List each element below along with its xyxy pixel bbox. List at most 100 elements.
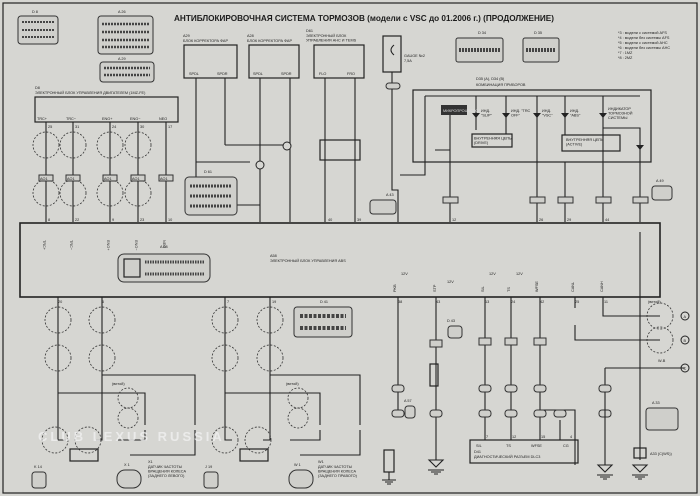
side-label: C — [684, 367, 687, 371]
connector-d8-icon: D 8 — [17, 10, 59, 45]
dlc-wires — [397, 232, 685, 465]
pin-label: TRC− — [66, 117, 77, 121]
connector-label: D 35 — [534, 31, 542, 35]
pin-number: 22 — [75, 218, 79, 222]
d8-wires — [45, 122, 167, 222]
connector-label: A 57 — [404, 399, 412, 403]
pin-label: ENG− — [130, 117, 141, 121]
ecu-bottom-pin-numbers: 20 6 7 19 38 43 13 24 42 25 11 — [58, 300, 608, 304]
splice-point — [255, 160, 265, 170]
active-circuit-label: ВНУТРЕННЯЯ ЦЕПЬ(ACTIVE) — [566, 138, 604, 147]
component-name: БЛОК КОРРЕКТОРА ФАР — [247, 39, 292, 43]
pin-label: ENG+ — [106, 240, 110, 251]
connector-label: A 29 — [118, 57, 126, 61]
connector-label: A 26 — [118, 10, 126, 14]
pin-label: NEO — [159, 117, 167, 121]
fuse-gauge2: GAUGE №2 7,5A — [382, 35, 425, 222]
connector-label: J 19 — [205, 465, 212, 469]
pin-label: TRC− — [69, 240, 73, 251]
pin-number: 4 — [570, 435, 572, 439]
pin-label: NEO — [162, 240, 166, 248]
component-name: ДИАГНОСТИЧЕСКИЙ РАЗЪЕМ DLC3 — [474, 455, 540, 459]
legend-item: *6 : модели без системы AHC — [618, 46, 670, 50]
pin-label: WFSE — [531, 444, 542, 448]
indicator-brake — [599, 96, 644, 162]
pin-number: 9 — [112, 218, 114, 222]
pin-number: 17 — [168, 125, 172, 129]
connector-d41-icon: D 41 — [293, 300, 353, 338]
pin-number: 13 — [485, 300, 489, 304]
indicator-label: ИНД."VSC" — [542, 109, 553, 118]
wire-color-label: W-B — [658, 359, 666, 363]
side-label: B — [684, 339, 687, 343]
component-id: A28 — [247, 34, 254, 38]
pin-label: ENG+ — [102, 117, 113, 121]
connector-label: D 8 — [32, 10, 38, 14]
pin-label: CANL — [571, 282, 575, 292]
splice-label: AO1 — [104, 177, 112, 181]
pin-label: TS — [507, 287, 511, 292]
component-name: ЭЛЕКТРОННЫЙ БЛОК УПРАВЛЕНИЯ ДВИГАТЕЛЕМ (… — [35, 91, 146, 95]
component-id: D61 — [306, 29, 313, 33]
twisted-circles-bottom: (витой) (витой) — [41, 306, 309, 454]
supply-12v-labels: 12V 12V 12V 12V — [401, 272, 523, 284]
ahc-junction-box — [319, 139, 361, 161]
splice-label: AO1 — [132, 177, 140, 181]
headlight-leveling-ecu-a28: A28 БЛОК КОРРЕКТОРА ФАР SPDL SPDR — [247, 34, 300, 79]
connector-label: W 1 — [294, 463, 301, 467]
headlight-leveling-ecu-a29: A29 БЛОК КОРРЕКТОРА ФАР SPDL SPDR — [183, 34, 238, 79]
pin-label: TS — [506, 444, 511, 448]
indicator-label: ИНД."ABS" — [570, 109, 581, 118]
connector-label: D 43 — [447, 319, 455, 323]
pin-number: 24 — [511, 300, 515, 304]
pin-label: CANH — [600, 281, 604, 292]
pin-number: 25 — [48, 125, 52, 129]
pin-number: 26 — [539, 218, 543, 222]
connector-a29-icon: A 29 — [99, 57, 155, 83]
legend-item: *5 : модели с системой AHC — [618, 41, 668, 45]
connector-label: D 34 — [478, 31, 486, 35]
pin-label: WFSE — [535, 281, 539, 292]
fuse-rating: 7,5A — [404, 59, 412, 63]
drive-circuit-label: ВНУТРЕННЯЯ ЦЕПЬ(DRIVE) — [474, 137, 512, 145]
connector-a49-icon: A 49 — [651, 179, 673, 201]
pin-number: 20 — [58, 300, 62, 304]
component-name: A33 (C(WS)) — [650, 452, 672, 456]
pin-number: 12 — [512, 435, 516, 439]
component-id: D8 — [35, 86, 40, 90]
right-circles: A B C W-B (витой) — [646, 300, 690, 373]
twisted-pair-circles-top — [32, 131, 152, 207]
splice-label: AO1 — [160, 177, 168, 181]
bottom-connector-icons: K 14 X 1 J 19 W 1 — [31, 463, 314, 489]
pin-number: 6 — [102, 300, 104, 304]
abs-ecu-a58: TRC+ TRC− ENG+ ENG− NEO 8 22 9 23 10 40 … — [19, 218, 661, 298]
connector-d35-icon: D 35 — [522, 31, 560, 63]
pin-number: 44 — [605, 218, 609, 222]
pin-number: 39 — [357, 218, 361, 222]
pin-number: 10 — [168, 218, 172, 222]
pin-label: SPDR — [217, 72, 228, 76]
cpu-label: МИКРОПРОЦЕССОР — [443, 109, 481, 113]
pin-label: PKB — [393, 284, 397, 292]
connector-icons-right: D 43 A 57 A 33 A33 (C(WS)) — [404, 319, 679, 456]
splice-label: AO1 — [67, 177, 75, 181]
legend: *3 : модели с системой AFS *4 : модели б… — [618, 31, 670, 60]
ground-icons — [382, 392, 649, 485]
legend-item: *7 : 1MZ — [618, 51, 633, 55]
connector-d61-icon: D 61 — [184, 170, 238, 216]
pin-number: 24 — [112, 125, 116, 129]
combination-meter: D35 (A), D34 (B) КОМБИНАЦИЯ ПРИБОРОВ МИК… — [412, 77, 652, 163]
pin-label: ENG− — [134, 240, 138, 251]
pin-label: SPDL — [253, 72, 263, 76]
splice-connectors-ao1: AO1 AO1 AO1 AO1 AO1 — [38, 174, 174, 182]
pin-label: SPDL — [189, 72, 199, 76]
inline-connectors-right — [383, 337, 647, 473]
indicator-slip — [472, 96, 480, 130]
